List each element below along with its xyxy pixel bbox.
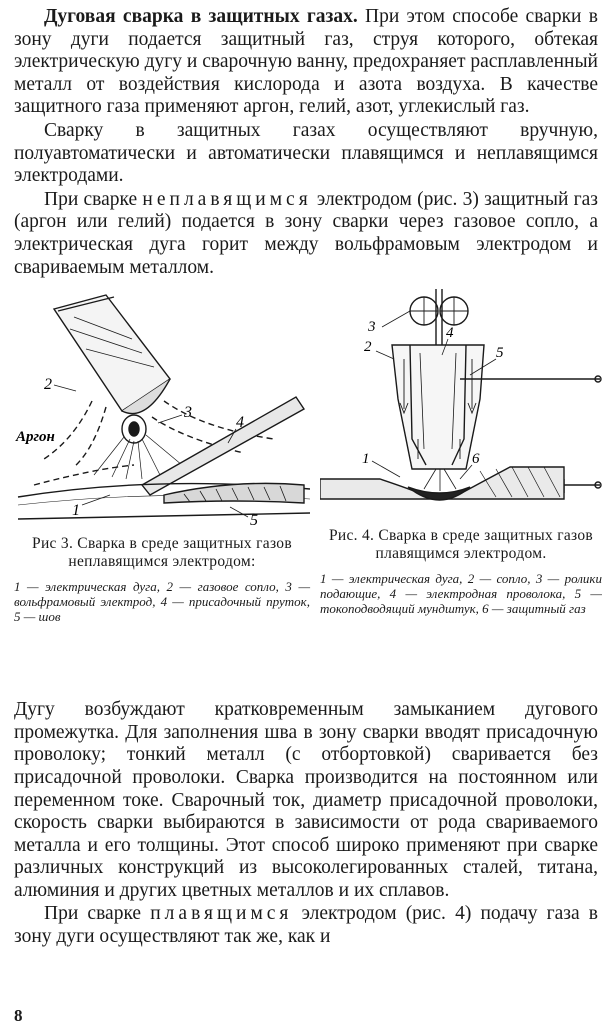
p5-before: При сварке — [44, 903, 151, 925]
page: Дуговая сварка в защитных газах. При это… — [14, 6, 602, 949]
figure-3: 2 3 4 1 5 Аргон Рис 3. Сварка в среде за… — [14, 289, 310, 624]
p5-spaced: плавящимся — [150, 903, 293, 925]
p3-spaced: неплавящимся — [142, 188, 312, 210]
p3-before: При сварке — [44, 188, 143, 210]
fig4-label-3: 3 — [367, 319, 376, 335]
figures-row: 2 3 4 1 5 Аргон Рис 3. Сварка в среде за… — [14, 289, 602, 699]
intro-paragraph: Дуговая сварка в защитных газах. При это… — [14, 6, 598, 119]
fig3-label-2: 2 — [44, 376, 52, 393]
fig3-label-3: 3 — [183, 404, 192, 421]
paragraph-consumable: При сварке плавящимся электродом (рис. 4… — [14, 903, 598, 948]
p3-after: электродом (рис. 3) защитный газ (аргон … — [14, 188, 598, 278]
figure-4-caption: Рис. 4. Сварка в среде защитных газов пл… — [328, 527, 594, 563]
figure-4-legend: 1 — электрическая дуга, 2 — сопло, 3 — р… — [320, 571, 602, 617]
fig4-label-1: 1 — [362, 451, 370, 467]
fig3-label-5: 5 — [250, 512, 258, 529]
p5-after: электродом (рис. 4) подачу газа в зону д… — [14, 903, 598, 948]
page-number: 8 — [14, 1006, 23, 1025]
figure-3-illustration: 2 3 4 1 5 Аргон — [15, 294, 310, 529]
fig3-label-argon: Аргон — [15, 429, 55, 445]
fig4-label-4: 4 — [446, 325, 454, 341]
intro-text: При этом способе сварки в зону дуги пода… — [14, 6, 598, 118]
paragraph-arc-ignition: Дугу возбуждают кратковременным замыкани… — [14, 699, 598, 901]
paragraph-methods: Сварку в защитных газах осуществляют вру… — [14, 119, 598, 187]
fig3-label-1: 1 — [72, 502, 80, 519]
intro-lead: Дуговая сварка в защитных газах. — [44, 6, 358, 27]
fig4-label-2: 2 — [364, 339, 372, 355]
fig4-label-6: 6 — [472, 451, 480, 467]
figure-3-legend: 1 — электрическая дуга, 2 — газовое сопл… — [14, 579, 310, 625]
paragraph-non-consumable: При сварке неплавящимся электродом (рис.… — [14, 189, 598, 279]
fig3-label-4: 4 — [236, 414, 244, 431]
figure-3-caption: Рис 3. Сварка в среде защитных газов неп… — [32, 535, 292, 571]
fig4-label-5: 5 — [496, 345, 504, 361]
figure-4: 3 4 2 5 1 6 Рис. 4. Сварка в среде защит… — [320, 289, 602, 616]
figure-4-illustration: 3 4 2 5 1 6 — [320, 289, 602, 501]
